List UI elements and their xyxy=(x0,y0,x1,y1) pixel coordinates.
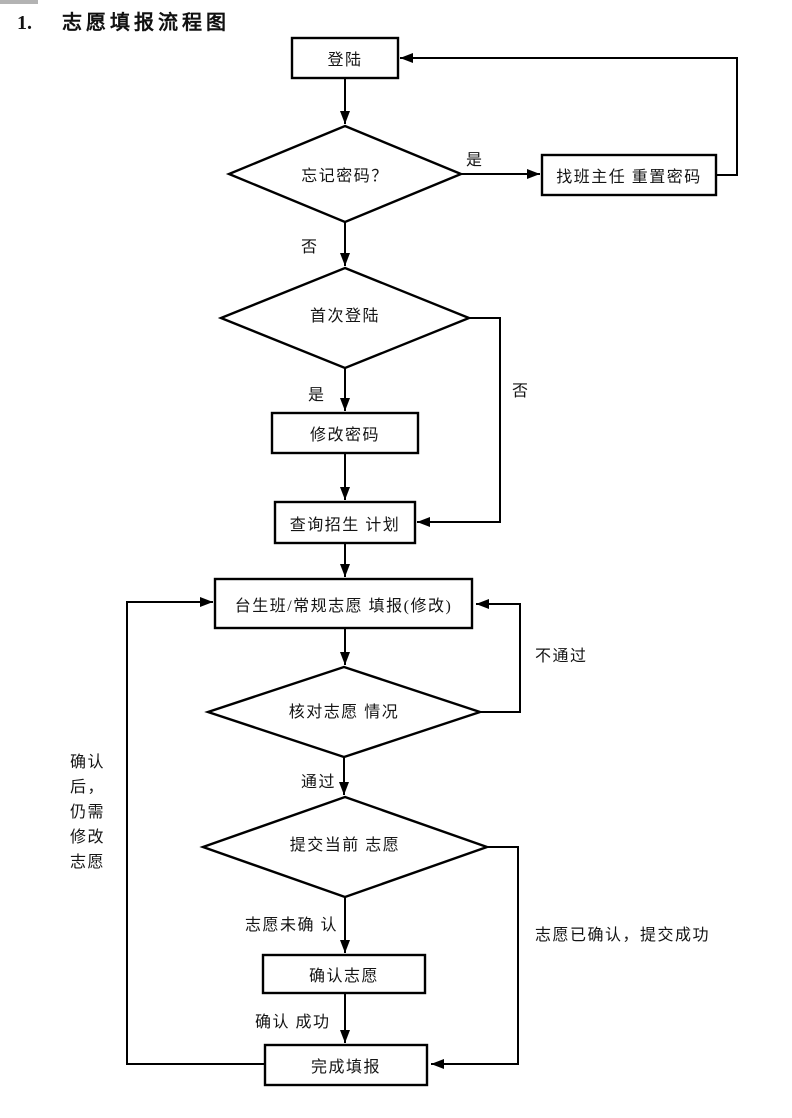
edge-label-first-no: 否 xyxy=(512,383,530,400)
decision-submit-current xyxy=(199,795,491,899)
title-text: 志愿填报流程图 xyxy=(62,12,230,34)
forgot-password-label: 忘记密码？ xyxy=(301,168,389,185)
title-number: 1. xyxy=(17,12,32,34)
check-status-label: 核对志愿 情况 xyxy=(288,704,400,721)
finish-label: 完成填报 xyxy=(310,1059,381,1076)
page-title: 1. 志愿填报流程图 xyxy=(17,6,230,35)
fill-form-label: 台生班/常规志愿 填报(修改) xyxy=(234,597,453,615)
edge-finish-revise-to-fill xyxy=(126,597,265,1065)
node-change-password-box xyxy=(270,411,420,455)
edge-label-forgot-no: 否 xyxy=(301,239,319,256)
login-label: 登陆 xyxy=(327,52,363,69)
first-login-label: 首次登陆 xyxy=(309,308,380,325)
edge-firstlogin-no-to-query xyxy=(417,317,501,527)
reset-password-label: 找班主任 重置密码 xyxy=(556,169,702,186)
revise-note-line: 仍需 xyxy=(70,804,106,821)
edge-label-pass: 通过 xyxy=(301,774,337,791)
edge-label-confirm-ok: 确认 成功 xyxy=(255,1014,331,1031)
edge-check-notpass-to-fill xyxy=(476,599,521,713)
edge-label-unconfirmed: 志愿未确 认 xyxy=(245,917,339,934)
edge-submit-confirmed-to-finish xyxy=(431,846,519,1069)
edge-label-first-yes: 是 xyxy=(308,387,326,404)
revise-note-line: 确认 xyxy=(70,754,106,771)
edge-reset-back-to-login xyxy=(400,53,738,176)
confirm-form-label: 确认志愿 xyxy=(308,968,379,985)
edge-label-forgot-yes: 是 xyxy=(466,152,484,169)
revise-note-line: 后， xyxy=(70,779,106,796)
revise-note: 确认 后， 仍需 修改 志愿 xyxy=(70,750,105,875)
revise-note-line: 志愿 xyxy=(70,854,106,871)
decision-first-login xyxy=(217,266,473,370)
node-fill-form-box xyxy=(213,577,474,630)
node-login-box xyxy=(290,36,400,80)
node-reset-password-box xyxy=(540,153,718,197)
change-password-label: 修改密码 xyxy=(309,427,380,444)
revise-note-line: 修改 xyxy=(70,829,106,846)
decision-check-status xyxy=(204,665,484,759)
node-query-plan-box xyxy=(273,500,417,545)
node-finish-box xyxy=(263,1043,429,1087)
edge-label-not-pass: 不通过 xyxy=(535,648,588,665)
edge-label-confirmed: 志愿已确认，提交成功 xyxy=(535,927,711,944)
decision-forgot-password xyxy=(225,124,465,224)
node-confirm-form-box xyxy=(261,953,427,995)
query-plan-label: 查询招生 计划 xyxy=(289,516,401,534)
submit-current-label: 提交当前 志愿 xyxy=(289,837,401,854)
page-corner-bar xyxy=(0,0,38,4)
